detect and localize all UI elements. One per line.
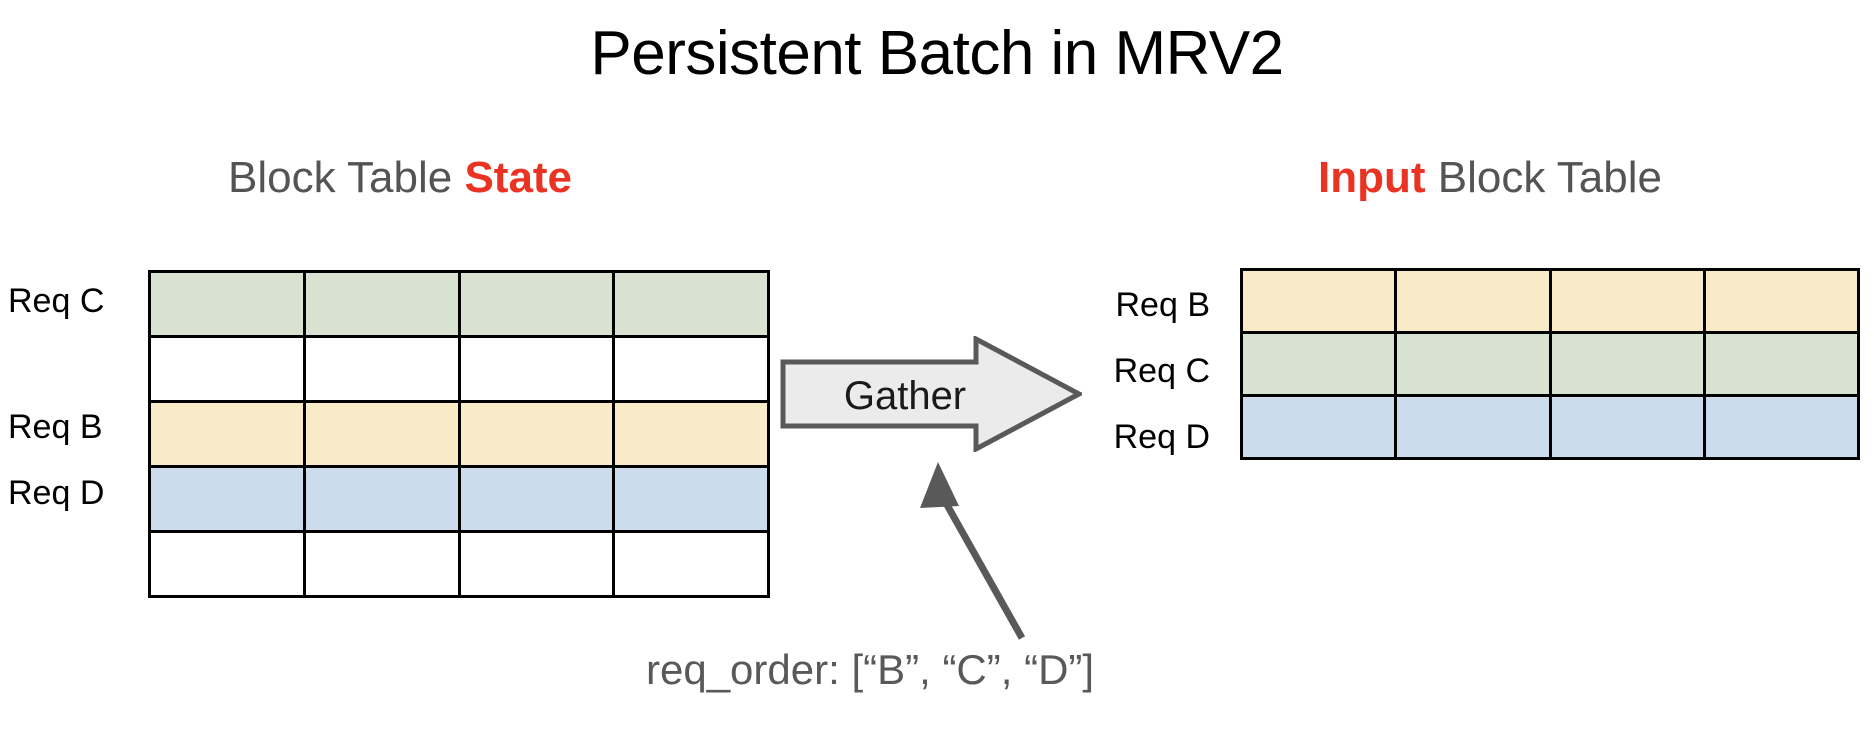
row-label-state-req-d: Req D bbox=[8, 474, 105, 512]
cell bbox=[302, 465, 461, 533]
block-table-state bbox=[148, 270, 770, 598]
gather-arrow-icon bbox=[780, 336, 1082, 452]
block-table-input-body bbox=[1239, 268, 1861, 460]
cell bbox=[302, 400, 461, 468]
cell bbox=[1239, 394, 1398, 460]
block-table-state-body bbox=[148, 270, 770, 598]
cell bbox=[302, 335, 461, 403]
req-order-annotation: req_order: [“B”, “C”, “D”] bbox=[646, 646, 1095, 693]
cell bbox=[1702, 268, 1861, 334]
table-row bbox=[1239, 268, 1861, 334]
cell bbox=[148, 335, 306, 403]
table-row bbox=[1239, 394, 1861, 460]
table-row bbox=[148, 530, 770, 598]
cell bbox=[1702, 394, 1861, 460]
cell bbox=[457, 335, 616, 403]
cell bbox=[612, 335, 770, 403]
cell bbox=[457, 465, 616, 533]
req-order-callout-arrow-icon bbox=[920, 462, 1026, 640]
row-label-input-req-d: Req D bbox=[1113, 418, 1210, 456]
left-heading-accent: State bbox=[464, 153, 573, 202]
row-label-input-req-c: Req C bbox=[1113, 352, 1210, 390]
page-title: Persistent Batch in MRV2 bbox=[590, 19, 1284, 88]
table-row bbox=[148, 335, 770, 403]
cell bbox=[1548, 268, 1706, 334]
row-label-state-req-b: Req B bbox=[8, 408, 103, 446]
table-row bbox=[148, 270, 770, 338]
cell bbox=[612, 400, 770, 468]
block-table-input bbox=[1239, 268, 1861, 460]
cell bbox=[457, 530, 616, 598]
cell bbox=[1702, 331, 1861, 397]
cell bbox=[148, 270, 306, 338]
cell bbox=[1394, 331, 1552, 397]
table-row bbox=[148, 465, 770, 533]
cell bbox=[148, 400, 306, 468]
cell bbox=[148, 530, 306, 598]
cell bbox=[1239, 268, 1398, 334]
cell bbox=[1394, 268, 1552, 334]
cell bbox=[1548, 331, 1706, 397]
left-heading-prefix: Block Table bbox=[228, 153, 465, 202]
right-panel-heading: Input Block Table bbox=[1318, 152, 1662, 204]
cell bbox=[612, 465, 770, 533]
cell bbox=[1548, 394, 1706, 460]
cell bbox=[1394, 394, 1552, 460]
row-label-state-req-c: Req C bbox=[8, 282, 105, 320]
right-heading-accent: Input bbox=[1318, 153, 1426, 202]
cell bbox=[612, 270, 770, 338]
cell bbox=[302, 270, 461, 338]
cell bbox=[457, 400, 616, 468]
cell bbox=[302, 530, 461, 598]
left-panel-heading: Block Table State bbox=[228, 152, 572, 204]
cell bbox=[612, 530, 770, 598]
cell bbox=[457, 270, 616, 338]
right-heading-suffix: Block Table bbox=[1425, 153, 1662, 202]
table-row bbox=[1239, 331, 1861, 397]
cell bbox=[148, 465, 306, 533]
table-row bbox=[148, 400, 770, 468]
row-label-input-req-b: Req B bbox=[1115, 286, 1211, 324]
cell bbox=[1239, 331, 1398, 397]
